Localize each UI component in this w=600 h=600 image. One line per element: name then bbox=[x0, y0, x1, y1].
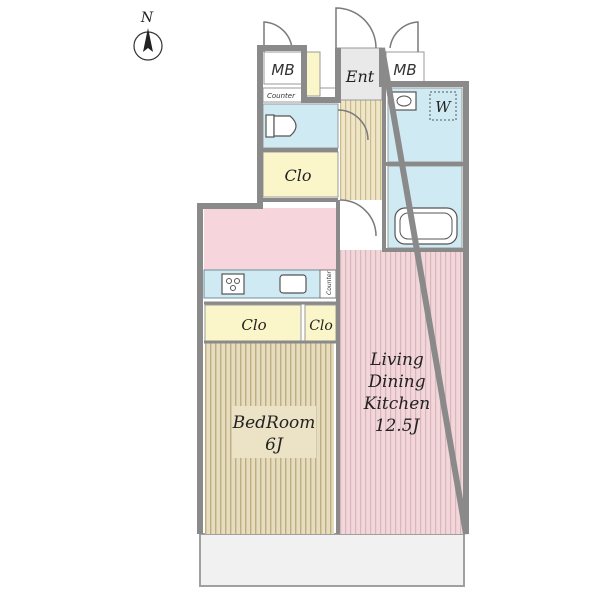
mb-right-door-swing bbox=[389, 21, 419, 52]
wash-basin-icon bbox=[391, 91, 417, 111]
closet-upper-label: Clo bbox=[285, 166, 312, 185]
entrance bbox=[335, 47, 383, 101]
balcony bbox=[199, 533, 465, 587]
ldk-label-line-1: Living bbox=[369, 350, 424, 370]
hall-door-area bbox=[336, 200, 376, 240]
washing-machine-space bbox=[429, 91, 457, 121]
mb-left-door-swing bbox=[263, 21, 293, 52]
toilet-door-swing bbox=[337, 109, 369, 141]
ldk-floor bbox=[340, 250, 464, 534]
bedroom-label-backdrop bbox=[232, 406, 316, 458]
closet-mid-left-label: Clo bbox=[241, 316, 266, 334]
ldk-label-line-4: 12.5J bbox=[375, 416, 421, 436]
bedroom-label-line-1: BedRoom bbox=[232, 413, 316, 433]
bedroom-label-line-2: 6J bbox=[265, 435, 284, 455]
side-counter-label: Counter bbox=[326, 270, 333, 295]
outer-wall bbox=[197, 45, 469, 535]
bathtub-inner bbox=[399, 212, 453, 240]
ldk-label-line-3: Kitchen bbox=[363, 394, 430, 414]
wet-area-wall bbox=[382, 84, 466, 252]
kitchen-area bbox=[204, 208, 336, 270]
washroom-label: W bbox=[435, 98, 452, 116]
closet-wall bbox=[204, 301, 338, 344]
hallway bbox=[340, 100, 382, 200]
shoe-cabinet bbox=[305, 51, 321, 97]
compass-needle-icon bbox=[143, 28, 153, 52]
compass-label: N bbox=[140, 10, 154, 26]
stove-icon bbox=[221, 273, 245, 295]
kitchen-sink-icon bbox=[279, 274, 307, 294]
north-compass: N bbox=[133, 10, 163, 61]
counter-top-label: Counter bbox=[267, 92, 296, 100]
ldk-label: Living Dining Kitchen 12.5J bbox=[363, 350, 430, 436]
closet-mid-right bbox=[304, 304, 337, 343]
toilet-wall bbox=[260, 148, 338, 202]
toilet-icon bbox=[265, 114, 297, 138]
mb-left bbox=[263, 51, 303, 85]
entry-door-swing bbox=[335, 7, 377, 49]
mb-right-label: MB bbox=[393, 61, 416, 79]
mb-left-label: MB bbox=[271, 61, 294, 79]
entrance-label: Ent bbox=[345, 67, 375, 86]
hall-door-swing bbox=[339, 199, 377, 237]
mb-right bbox=[385, 51, 425, 85]
ldk-label-line-2: Dining bbox=[367, 372, 425, 392]
closet-mid-right-label: Clo bbox=[309, 318, 333, 334]
